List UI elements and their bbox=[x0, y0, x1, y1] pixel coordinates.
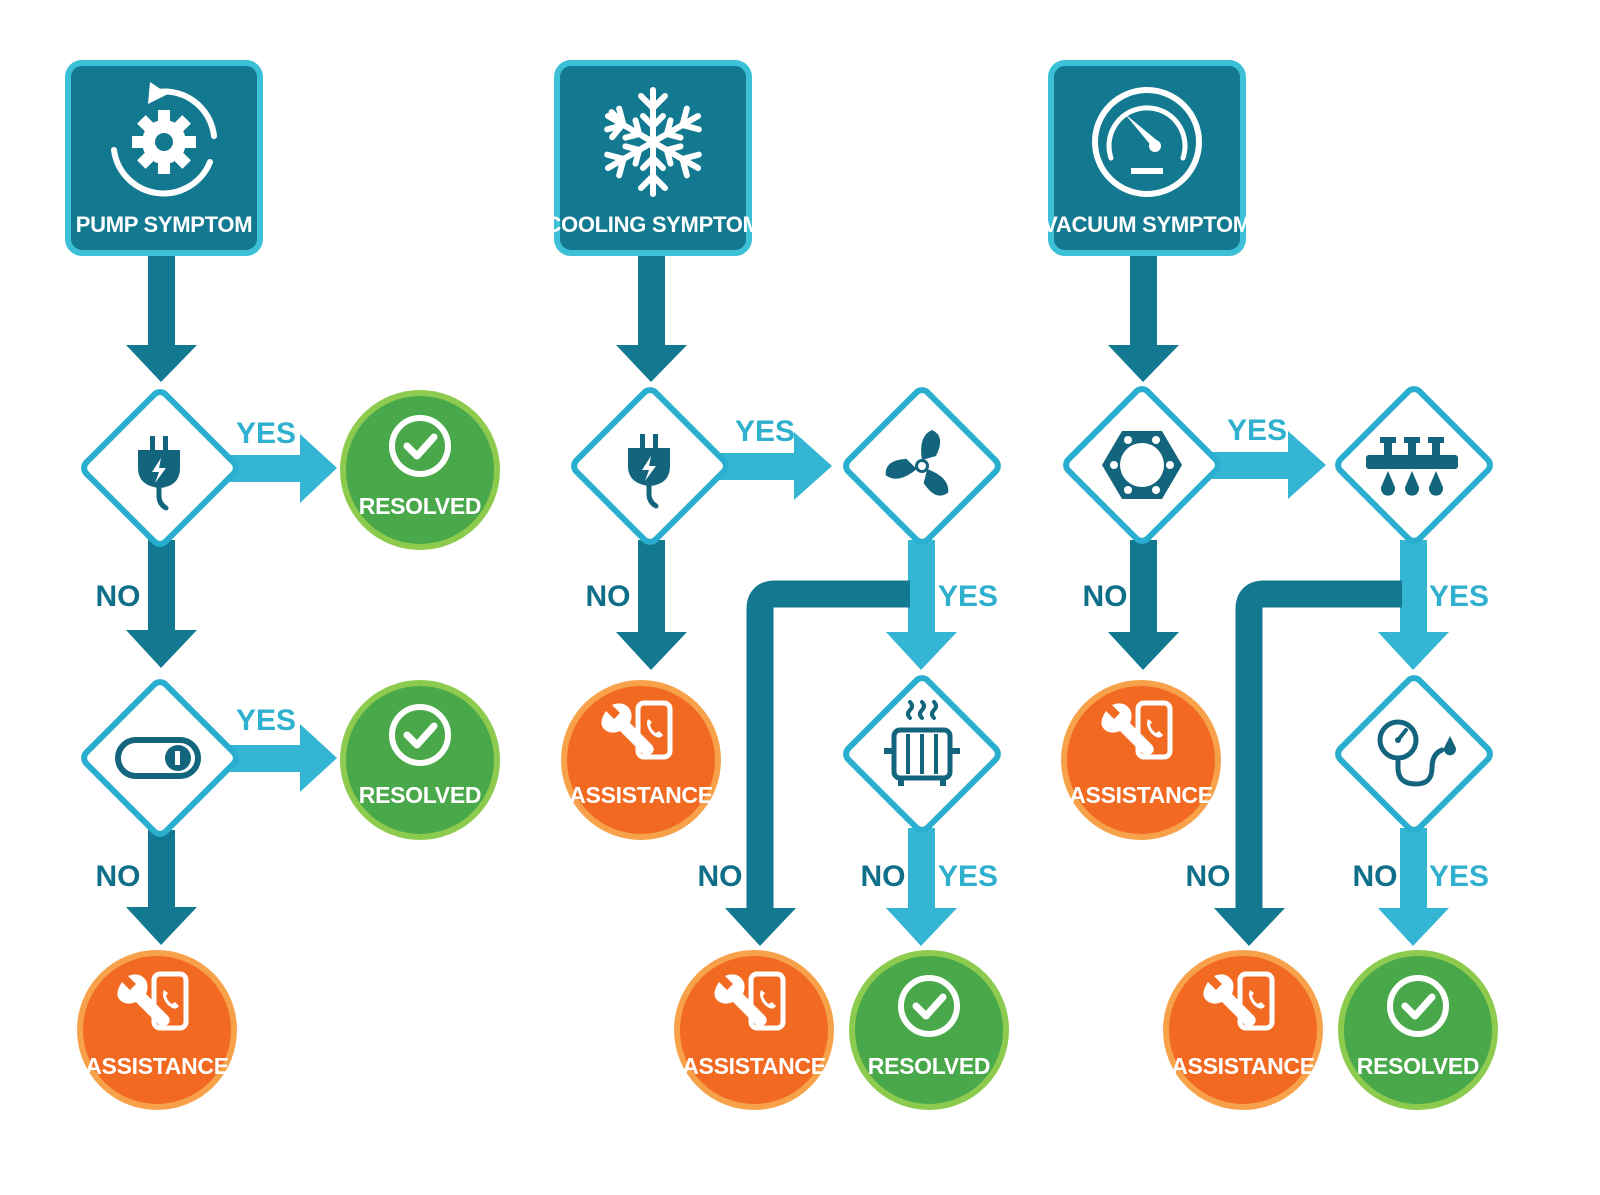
outcome-label: ASSISTANCE bbox=[682, 1053, 826, 1079]
arrow-pump-header-to-d1 bbox=[126, 255, 197, 382]
outcome-label: ASSISTANCE bbox=[85, 1053, 229, 1079]
yes-label: YES bbox=[735, 415, 795, 448]
radiator-icon bbox=[884, 700, 960, 786]
snowflake-icon bbox=[604, 87, 702, 197]
no-label: NO bbox=[1083, 580, 1128, 613]
decision-vacuum-gasket bbox=[1063, 386, 1221, 544]
no-label: NO bbox=[96, 580, 141, 613]
outcome-label: RESOLVED bbox=[359, 493, 481, 519]
pressure-gauge-oil-icon bbox=[1377, 719, 1456, 787]
arrow-vacuum-d3-yes bbox=[1378, 828, 1449, 946]
outcome-resolved: RESOLVED bbox=[1338, 950, 1498, 1110]
arrow-cooling-d1-yes bbox=[718, 432, 832, 500]
arrow-cooling-header-to-d1 bbox=[616, 255, 687, 382]
no-label: NO bbox=[698, 860, 743, 893]
no-label: NO bbox=[96, 860, 141, 893]
outcome-resolved: RESOLVED bbox=[849, 950, 1009, 1110]
outcome-label: RESOLVED bbox=[868, 1053, 990, 1079]
outcome-label: ASSISTANCE bbox=[1171, 1053, 1315, 1079]
arrow-cooling-d3-yes bbox=[886, 828, 957, 946]
column-cooling: COOLING SYMPTOM YES NO ASSISTANCE bbox=[545, 60, 1009, 1110]
decision-cooling-radiator bbox=[843, 675, 1001, 833]
arrow-cooling-d2-no bbox=[725, 580, 910, 946]
outcome-assistance: ASSISTANCE bbox=[561, 680, 721, 840]
decision-cooling-fan bbox=[843, 387, 1001, 545]
column-pump: PUMP SYMPTOM YES NO RESOLVED YES NO bbox=[65, 60, 500, 1110]
arrow-vacuum-d1-yes bbox=[1212, 431, 1326, 499]
header-vacuum-symptom: VACUUM SYMPTOM bbox=[1043, 60, 1251, 256]
decision-pump-switch bbox=[81, 679, 239, 837]
header-pump-symptom: PUMP SYMPTOM bbox=[65, 60, 263, 256]
arrow-vacuum-d2-no bbox=[1214, 580, 1402, 946]
arrow-vacuum-header-to-d1 bbox=[1108, 255, 1179, 382]
outcome-resolved: RESOLVED bbox=[340, 680, 500, 840]
arrow-pump-d2-no bbox=[126, 830, 197, 945]
yes-label: YES bbox=[1227, 414, 1287, 447]
outcome-label: ASSISTANCE bbox=[569, 782, 713, 808]
decision-vacuum-manifold bbox=[1335, 386, 1493, 544]
arrow-pump-d1-no bbox=[126, 540, 197, 668]
outcome-label: RESOLVED bbox=[1357, 1053, 1479, 1079]
no-label: NO bbox=[861, 860, 906, 893]
toggle-switch-icon bbox=[115, 737, 201, 779]
outcome-label: RESOLVED bbox=[359, 782, 481, 808]
outcome-assistance: ASSISTANCE bbox=[77, 950, 237, 1110]
decision-cooling-power bbox=[571, 387, 729, 545]
column-vacuum: VACUUM SYMPTOM YES NO ASSISTANCE bbox=[1043, 60, 1498, 1110]
fan-icon bbox=[885, 430, 949, 496]
yes-label: YES bbox=[1429, 860, 1489, 893]
yes-label: YES bbox=[236, 417, 296, 450]
outcome-assistance: ASSISTANCE bbox=[1061, 680, 1221, 840]
manifold-icon bbox=[1366, 437, 1458, 496]
outcome-assistance: ASSISTANCE bbox=[1163, 950, 1323, 1110]
header-label: PUMP SYMPTOM bbox=[76, 212, 253, 237]
header-label: COOLING SYMPTOM bbox=[545, 212, 760, 237]
yes-label: YES bbox=[938, 860, 998, 893]
gear-cycle-icon bbox=[111, 82, 217, 197]
outcome-resolved: RESOLVED bbox=[340, 390, 500, 550]
outcome-label: ASSISTANCE bbox=[1069, 782, 1213, 808]
decision-pump-power bbox=[81, 389, 239, 547]
yes-label: YES bbox=[236, 704, 296, 737]
header-label: VACUUM SYMPTOM bbox=[1043, 212, 1251, 237]
decision-vacuum-pressure bbox=[1335, 675, 1493, 833]
arrow-cooling-d1-no bbox=[616, 540, 687, 670]
arrow-vacuum-d2-yes bbox=[1378, 540, 1449, 670]
header-cooling-symptom: COOLING SYMPTOM bbox=[545, 60, 761, 256]
arrow-vacuum-d1-no bbox=[1108, 540, 1179, 670]
yes-label: YES bbox=[938, 580, 998, 613]
arrow-cooling-d2-yes bbox=[886, 540, 957, 670]
gasket-icon bbox=[1102, 431, 1182, 499]
gauge-icon bbox=[1092, 87, 1202, 197]
yes-label: YES bbox=[1429, 580, 1489, 613]
outcome-assistance: ASSISTANCE bbox=[674, 950, 834, 1110]
no-label: NO bbox=[1186, 860, 1231, 893]
no-label: NO bbox=[1353, 860, 1398, 893]
no-label: NO bbox=[586, 580, 631, 613]
